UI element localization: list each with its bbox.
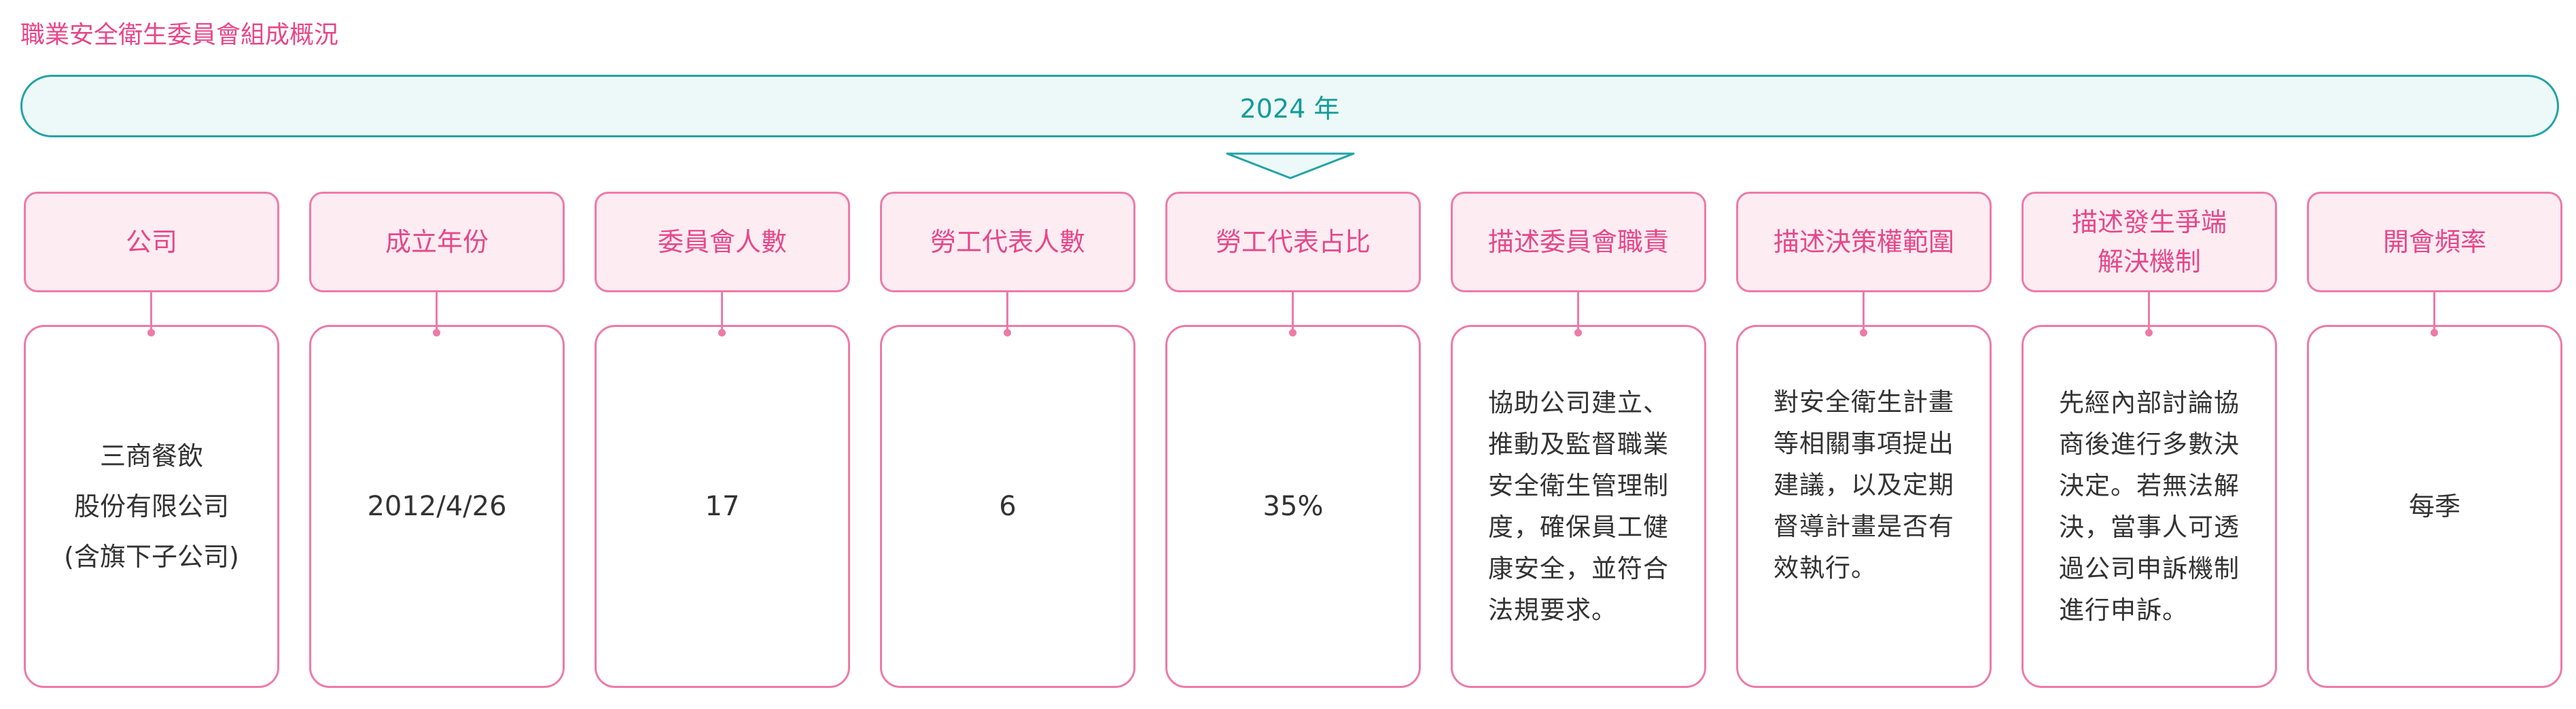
- value-text: 三商餐飲 股份有限公司 (含旗下子公司): [64, 441, 239, 572]
- value-text: 17: [705, 491, 740, 522]
- column-value-box: 三商餐飲 股份有限公司 (含旗下子公司): [24, 325, 279, 688]
- column-header: 開會頻率: [2307, 192, 2562, 292]
- column-decision-scope: 描述決策權範圍 對安全衛生計畫 等相關事項提出 建議，以及定期 督導計畫是否有 …: [1736, 192, 1992, 688]
- connector-dot: [2145, 329, 2153, 336]
- connector-dot: [1289, 329, 1296, 336]
- connector-line: [150, 292, 152, 334]
- column-value-box: 2012/4/26: [309, 325, 565, 688]
- column-header: 成立年份: [309, 192, 565, 292]
- column-header: 委員會人數: [595, 192, 850, 292]
- column-labor-reps: 勞工代表人數 6: [880, 192, 1135, 688]
- connector-line: [2148, 292, 2150, 334]
- column-meeting-frequency: 開會頻率 每季: [2307, 192, 2562, 688]
- connector-dot: [2431, 329, 2438, 336]
- value-text: 協助公司建立、 推動及監督職業 安全衛生管理制 度，確保員工健 康安全，並符合 …: [1488, 388, 1669, 625]
- column-header: 描述決策權範圍: [1736, 192, 1992, 292]
- column-established: 成立年份 2012/4/26: [309, 192, 565, 688]
- column-value-box: 6: [880, 325, 1135, 688]
- header-label: 成立年份: [385, 227, 489, 257]
- column-duties: 描述委員會職責 協助公司建立、 推動及監督職業 安全衛生管理制 度，確保員工健 …: [1451, 192, 1706, 688]
- header-label: 公司: [125, 227, 177, 257]
- connector-line: [436, 292, 438, 334]
- connector-line: [721, 292, 723, 334]
- header-label: 勞工代表占比: [1215, 227, 1371, 257]
- connector-dot: [433, 329, 440, 336]
- column-value-box: 對安全衛生計畫 等相關事項提出 建議，以及定期 督導計畫是否有 效執行。: [1736, 325, 1992, 688]
- column-header: 公司: [24, 192, 279, 292]
- value-text: 6: [999, 491, 1017, 522]
- column-committee-size: 委員會人數 17: [595, 192, 850, 688]
- down-pointer-icon: [1226, 152, 1355, 179]
- connector-dot: [1574, 329, 1582, 336]
- connector-dot: [1860, 329, 1867, 336]
- column-company: 公司 三商餐飲 股份有限公司 (含旗下子公司): [24, 192, 279, 688]
- value-text: 對安全衛生計畫 等相關事項提出 建議，以及定期 督導計畫是否有 效執行。: [1774, 387, 1954, 583]
- connector-line: [2433, 292, 2435, 334]
- connector-line: [1006, 292, 1008, 334]
- column-value-box: 先經內部討論協 商後進行多數決 決定。若無法解 決，當事人可透 過公司申訴機制 …: [2022, 325, 2277, 688]
- column-value-box: 每季: [2307, 325, 2562, 688]
- value-text: 先經內部討論協 商後進行多數決 決定。若無法解 決，當事人可透 過公司申訴機制 …: [2059, 388, 2240, 625]
- connector-dot: [1004, 329, 1011, 336]
- header-label: 描述決策權範圍: [1773, 227, 1954, 257]
- connector-line: [1863, 292, 1865, 334]
- page-title: 職業安全衛生委員會組成概況: [20, 21, 339, 49]
- column-dispute-mechanism: 描述發生爭端 解決機制 先經內部討論協 商後進行多數決 決定。若無法解 決，當事…: [2022, 192, 2277, 688]
- header-label: 委員會人數: [657, 227, 787, 257]
- value-text: 35%: [1263, 491, 1324, 522]
- connector-dot: [718, 329, 726, 336]
- connector-line: [1577, 292, 1579, 334]
- header-label: 描述發生爭端 解決機制: [2071, 207, 2227, 277]
- header-label: 勞工代表人數: [930, 227, 1085, 257]
- header-label: 開會頻率: [2382, 227, 2486, 257]
- column-header: 勞工代表占比: [1165, 192, 1421, 292]
- year-label: 2024 年: [1239, 93, 1340, 124]
- column-value-box: 35%: [1165, 325, 1421, 688]
- column-value-box: 17: [595, 325, 850, 688]
- year-banner: 2024 年: [20, 75, 2559, 137]
- column-header: 勞工代表人數: [880, 192, 1135, 292]
- header-label: 描述委員會職責: [1487, 227, 1669, 257]
- column-header: 描述委員會職責: [1451, 192, 1706, 292]
- column-labor-ratio: 勞工代表占比 35%: [1165, 192, 1421, 688]
- connector-line: [1292, 292, 1294, 334]
- column-value-box: 協助公司建立、 推動及監督職業 安全衛生管理制 度，確保員工健 康安全，並符合 …: [1451, 325, 1706, 688]
- value-text: 每季: [2408, 491, 2460, 521]
- value-text: 2012/4/26: [367, 491, 507, 522]
- column-header: 描述發生爭端 解決機制: [2022, 192, 2277, 292]
- connector-dot: [147, 329, 155, 336]
